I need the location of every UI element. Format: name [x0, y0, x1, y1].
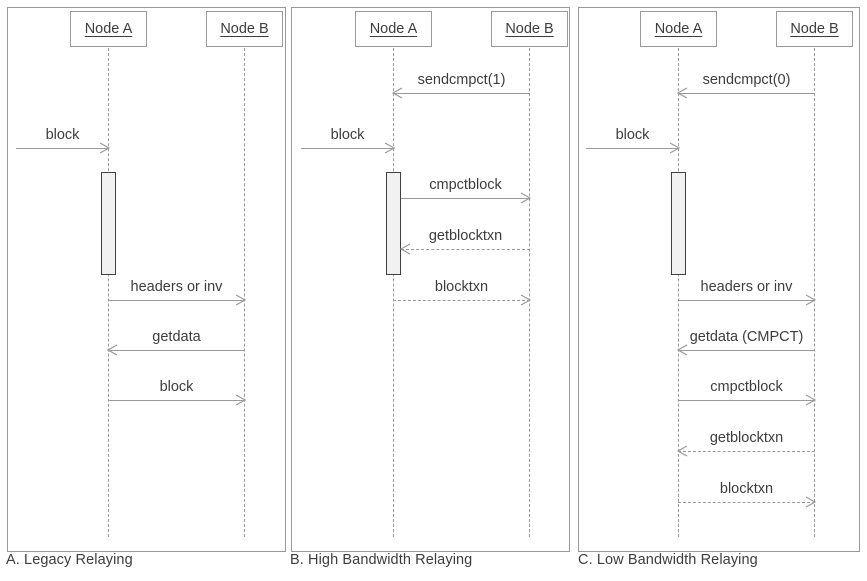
message-label: cmpctblock — [429, 176, 502, 193]
arrowhead-right-icon — [805, 294, 817, 306]
actor-box-node-b[interactable]: Node B — [776, 11, 853, 47]
actor-box-node-a[interactable]: Node A — [355, 11, 432, 47]
panel-caption-legacy-relaying: A. Legacy Relaying — [6, 552, 133, 568]
message-label: block — [45, 126, 80, 143]
message-line — [678, 502, 815, 503]
message-label: getdata (CMPCT) — [689, 328, 804, 345]
panel-high-bandwidth-relaying: Node A Node B sendcmpct(1) block cmpctbl… — [291, 7, 570, 552]
panel-caption-low-bandwidth-relaying: C. Low Bandwidth Relaying — [578, 552, 758, 568]
message-line — [678, 451, 815, 452]
arrowhead-left-icon — [391, 87, 403, 99]
message-line — [401, 198, 530, 199]
message-line — [401, 249, 530, 250]
message-label: getblocktxn — [709, 429, 784, 446]
arrowhead-left-icon — [676, 344, 688, 356]
message-line — [678, 350, 815, 351]
lifeline-node-b — [244, 43, 245, 537]
lifeline-node-a — [393, 43, 394, 537]
arrowhead-left-icon — [676, 445, 688, 457]
actor-label-node-a: Node A — [84, 21, 133, 37]
actor-label-node-b: Node B — [505, 21, 554, 37]
activation-bar-node-a — [671, 172, 686, 275]
lifeline-node-b — [529, 43, 530, 537]
message-label: block — [159, 378, 194, 395]
message-line — [393, 93, 530, 94]
actor-label-node-a: Node A — [369, 21, 418, 37]
arrowhead-right-icon — [805, 394, 817, 406]
message-label: sendcmpct(1) — [417, 71, 506, 88]
arrowhead-left-icon — [676, 87, 688, 99]
lifeline-node-a — [108, 43, 109, 537]
actor-label-node-b: Node B — [790, 21, 839, 37]
arrowhead-right-icon — [520, 192, 532, 204]
lifeline-node-a — [678, 43, 679, 537]
message-label: blocktxn — [434, 278, 489, 295]
panel-border — [578, 7, 860, 552]
arrowhead-right-icon — [520, 294, 532, 306]
actor-box-node-b[interactable]: Node B — [206, 11, 283, 47]
actor-box-node-a[interactable]: Node A — [70, 11, 147, 47]
arrowhead-right-icon — [384, 142, 396, 154]
arrowhead-right-icon — [235, 294, 247, 306]
message-line — [16, 148, 109, 149]
message-label: getblocktxn — [428, 227, 503, 244]
message-line — [678, 300, 815, 301]
arrowhead-right-icon — [669, 142, 681, 154]
actor-label-node-a: Node A — [654, 21, 703, 37]
message-label: getdata — [152, 328, 201, 345]
activation-bar-node-a — [386, 172, 401, 275]
message-label: block — [615, 126, 650, 143]
message-line — [586, 148, 679, 149]
lifeline-node-b — [814, 43, 815, 537]
message-label: headers or inv — [130, 278, 223, 295]
message-line — [678, 400, 815, 401]
panel-low-bandwidth-relaying: Node A Node B sendcmpct(0) block headers… — [578, 7, 860, 552]
message-label: cmpctblock — [710, 378, 783, 395]
message-line — [108, 350, 245, 351]
panel-caption-high-bandwidth-relaying: B. High Bandwidth Relaying — [290, 552, 473, 568]
arrowhead-right-icon — [805, 496, 817, 508]
actor-box-node-a[interactable]: Node A — [640, 11, 717, 47]
panel-border — [7, 7, 286, 552]
message-line — [108, 400, 245, 401]
arrowhead-right-icon — [99, 142, 111, 154]
arrowhead-left-icon — [106, 344, 118, 356]
message-label: sendcmpct(0) — [702, 71, 791, 88]
panel-legacy-relaying: Node A Node B block headers or inv getda — [7, 7, 286, 552]
message-label: headers or inv — [700, 278, 793, 295]
activation-bar-node-a — [101, 172, 116, 275]
arrowhead-left-icon — [399, 243, 411, 255]
message-label: blocktxn — [719, 480, 774, 497]
message-line — [393, 300, 530, 301]
actor-label-node-b: Node B — [220, 21, 269, 37]
message-line — [108, 300, 245, 301]
actor-box-node-b[interactable]: Node B — [491, 11, 568, 47]
message-line — [301, 148, 394, 149]
message-label: block — [330, 126, 365, 143]
panel-border — [291, 7, 570, 552]
arrowhead-right-icon — [235, 394, 247, 406]
message-line — [678, 93, 815, 94]
